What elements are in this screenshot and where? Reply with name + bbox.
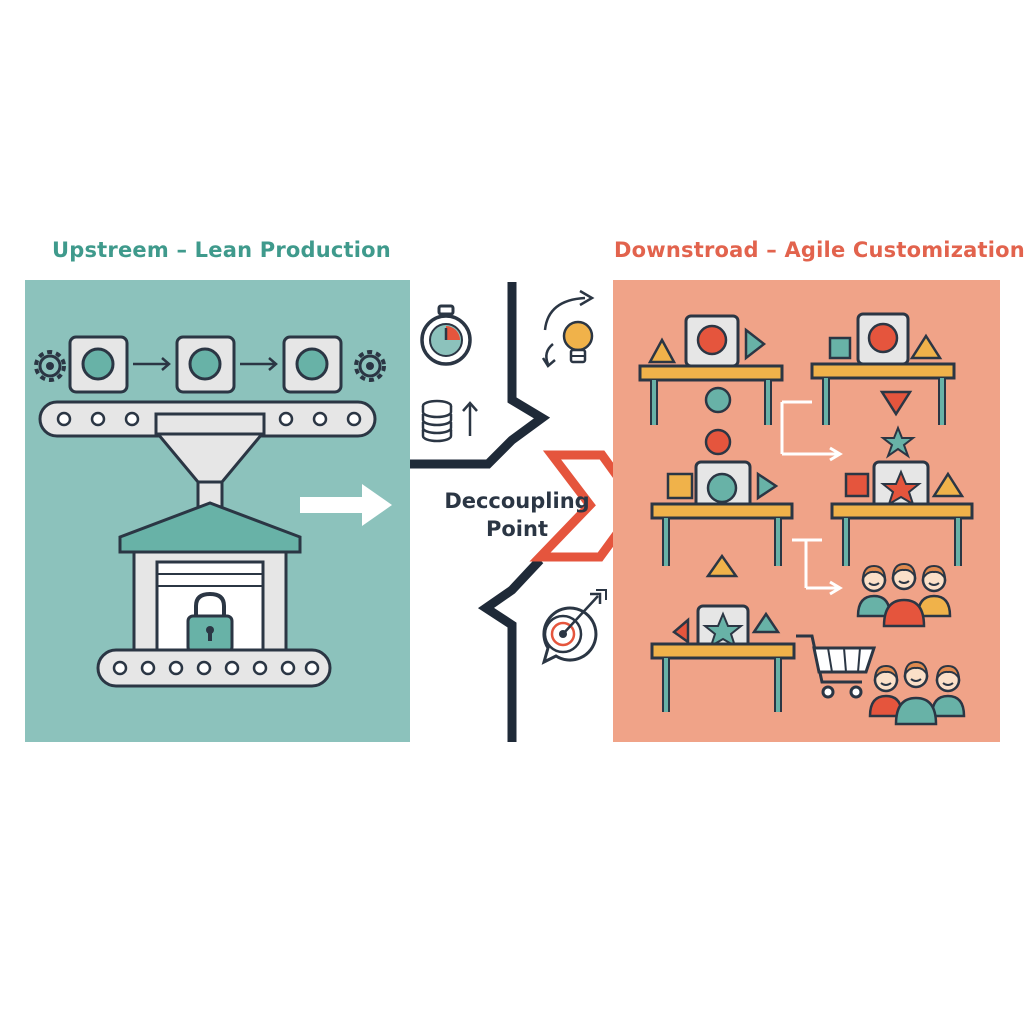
downstream-panel — [613, 280, 1000, 742]
decoupling-line-lower — [477, 556, 544, 742]
flow-arrow-icon — [133, 357, 278, 371]
station-box-1 — [68, 335, 129, 394]
workstation-2 — [810, 312, 956, 425]
teal-star-shape — [880, 425, 916, 459]
conveyor-belt-bottom — [96, 648, 332, 688]
up-arrow-icon — [462, 401, 478, 436]
decoupling-line — [410, 282, 551, 469]
decoupling-label-line2: Point — [485, 517, 548, 541]
lock-icon — [186, 591, 234, 654]
gear-icon-left — [34, 350, 66, 382]
target-icon — [541, 589, 607, 665]
decoupling-label-line1: Deccoupling — [444, 489, 590, 513]
shopping-cart-icon — [796, 634, 877, 699]
cycle-arrows-icon — [541, 289, 595, 368]
workstation-1 — [638, 314, 784, 425]
stopwatch-icon — [420, 304, 472, 366]
customer-group-1 — [856, 562, 952, 628]
teal-circle-shape — [704, 386, 732, 414]
process-connector-1 — [780, 400, 843, 462]
coin-stack-icon — [421, 399, 453, 443]
workstation-3 — [650, 460, 794, 566]
downstream-title: Downstroad – Agile Customization — [614, 238, 1024, 262]
red-circle-shape — [704, 428, 732, 456]
warehouse-icon — [118, 501, 302, 652]
station-box-3 — [282, 335, 343, 394]
customer-group-2 — [868, 660, 966, 726]
workstation-5 — [650, 553, 796, 712]
workstation-4 — [830, 460, 974, 566]
lightbulb-icon — [562, 320, 594, 364]
red-triangle-shape — [879, 390, 913, 417]
decoupling-point-label: Deccoupling Point — [432, 487, 602, 543]
decoupling-chevron — [529, 450, 644, 562]
upstream-title: Upstreem – Lean Production — [52, 238, 391, 262]
gear-icon-right — [354, 350, 386, 382]
station-box-2 — [175, 335, 236, 394]
decoupling-zone — [410, 282, 644, 742]
upstream-panel — [25, 280, 410, 742]
right-arrow-icon — [300, 484, 392, 526]
process-connector-2 — [792, 538, 843, 596]
